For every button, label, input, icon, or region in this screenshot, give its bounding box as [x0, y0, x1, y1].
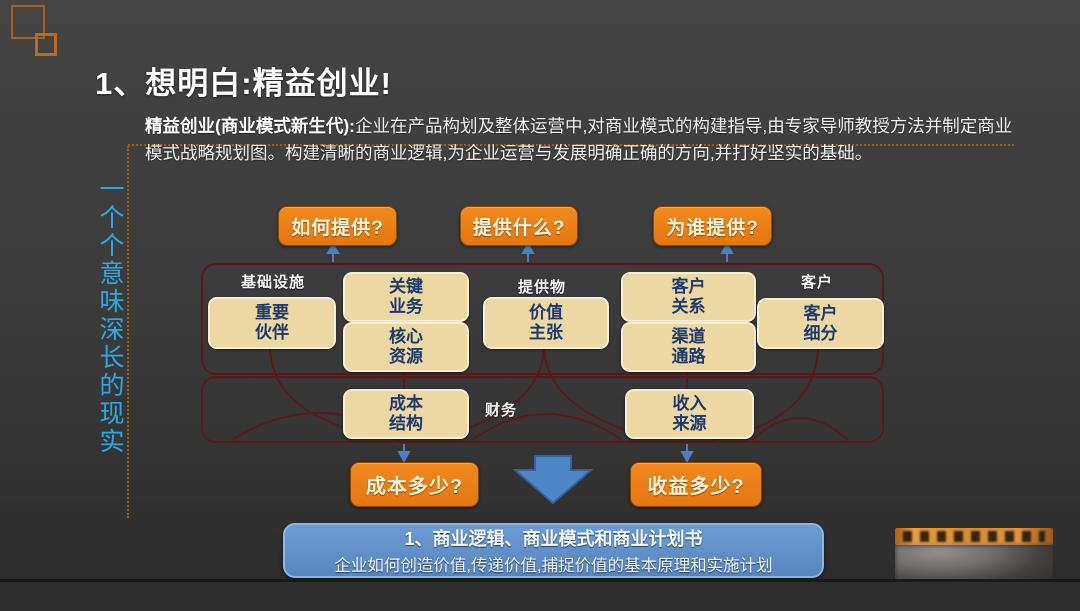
canvas-box-customer-relationships: 客户 关系 — [621, 272, 756, 322]
question-how-provide-button[interactable]: 如何提供? — [278, 206, 397, 246]
canvas-box-key-activities: 关键 业务 — [343, 272, 469, 322]
down-arrow-icon — [512, 455, 594, 505]
decor-square-large-icon — [11, 5, 45, 39]
dotted-line-horizontal — [128, 144, 1014, 146]
banner-subtitle: 企业如何创造价值,传递价值,捕捉价值的基本原理和实施计划 — [334, 557, 773, 575]
canvas-box-key-resources: 核心 资源 — [343, 322, 469, 372]
side-caption-vertical: 一个个意味深长的现实 — [96, 176, 124, 456]
canvas-box-customer-segments: 客户 细分 — [757, 298, 884, 349]
question-for-whom-button[interactable]: 为谁提供? — [653, 206, 772, 246]
question-revenue-how-much-button[interactable]: 收益多少? — [630, 462, 762, 507]
page-title: 1、想明白:精益创业! — [95, 66, 392, 101]
section-label-infrastructure: 基础设施 — [241, 274, 306, 291]
question-what-provide-button[interactable]: 提供什么? — [460, 206, 578, 246]
canvas-lower-frame — [201, 376, 884, 443]
intro-body: 企业在产品构划及整体运营中,对商业模式的构建指导,由专家导师教授方法并制定商业模… — [145, 116, 1013, 163]
intro-paragraph: 精益创业(商业模式新生代):企业在产品构划及整体运营中,对商业模式的构建指导,由… — [145, 113, 1029, 166]
watermark-orange-band — [895, 528, 1053, 545]
canvas-box-revenue-streams: 收入 来源 — [625, 389, 754, 439]
section-label-customer: 客户 — [801, 274, 834, 291]
conclusion-banner: 1、商业逻辑、商业模式和商业计划书 企业如何创造价值,传递价值,捕捉价值的基本原… — [283, 523, 824, 578]
intro-colon: : — [349, 116, 355, 136]
intro-lead: 精益创业(商业模式新生代) — [145, 116, 350, 136]
section-label-finance: 财务 — [485, 402, 518, 419]
banner-title: 1、商业逻辑、商业模式和商业计划书 — [404, 529, 703, 549]
canvas-box-cost-structure: 成本 结构 — [343, 389, 469, 439]
canvas-box-value-proposition: 价值 主张 — [483, 297, 609, 349]
canvas-box-key-partners: 重要 伙伴 — [208, 297, 336, 349]
decor-square-small-icon — [35, 33, 57, 56]
bottom-strip — [0, 579, 1080, 611]
canvas-box-channels: 渠道 通路 — [621, 322, 756, 372]
question-cost-how-much-button[interactable]: 成本多少? — [350, 462, 479, 507]
section-label-offering: 提供物 — [518, 279, 567, 296]
dotted-line-vertical — [127, 146, 129, 518]
